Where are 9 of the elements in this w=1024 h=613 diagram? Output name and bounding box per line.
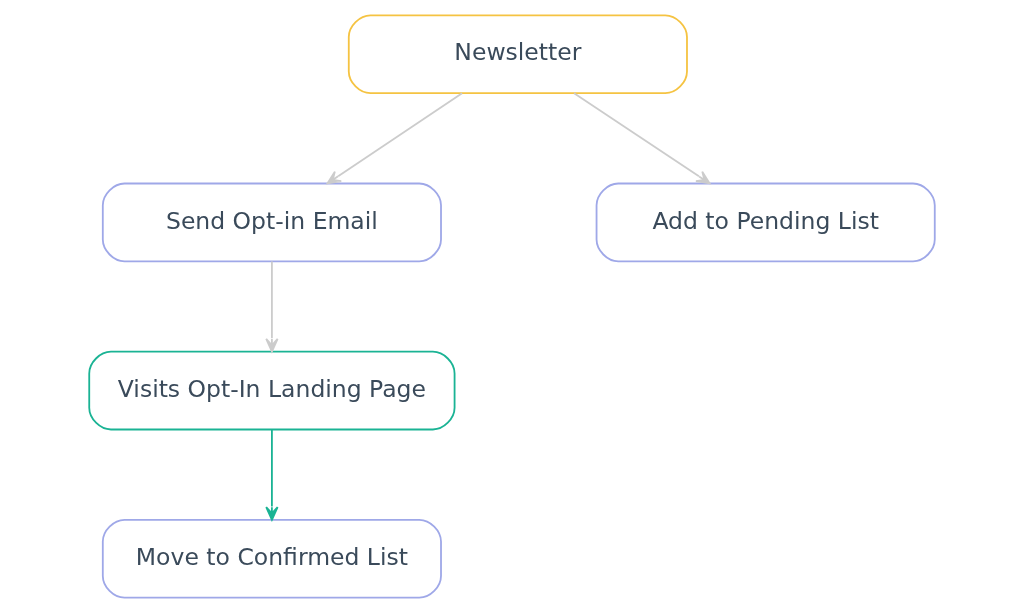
node-box: Move to Confirmed List (101, 519, 442, 599)
arrow (265, 260, 279, 353)
node-box: Visits Opt-In Landing Page (88, 350, 456, 431)
node-box: Add to Pending List (595, 182, 936, 263)
node-box: Send Opt-in Email (101, 182, 442, 263)
arrow (573, 92, 711, 185)
arrow (326, 92, 463, 185)
arrow (265, 428, 279, 521)
node-box: Newsletter (347, 14, 688, 94)
